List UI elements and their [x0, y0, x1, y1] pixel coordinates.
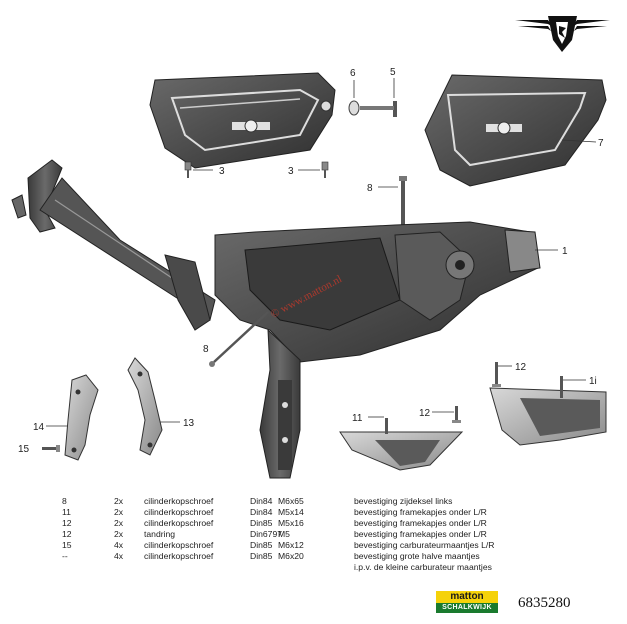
- catalog-number: 6835280: [518, 595, 571, 611]
- part-qty: 2x: [114, 507, 124, 517]
- part-ref: 12: [62, 529, 72, 539]
- part-desc: i.p.v. de kleine carburateur maantjes: [354, 562, 492, 572]
- part-name: cilinderkopschroef: [144, 518, 214, 528]
- part-size: M6x65: [278, 496, 304, 506]
- callout-5: 5: [390, 67, 396, 78]
- side-cover-left: [149, 72, 336, 169]
- part-qty: [114, 562, 144, 573]
- part-ref: --: [62, 551, 68, 561]
- parts-row: 12 2x tandring Din6797 M5 bevestiging fr…: [62, 529, 582, 540]
- callout-8-upper: 8: [367, 183, 373, 194]
- parts-row: 12 2x cilinderkopschroef Din85 M5x16 bev…: [62, 518, 582, 529]
- screw-part-11-lower: [385, 418, 388, 434]
- part-desc: bevestiging framekapjes onder L/R: [354, 518, 487, 528]
- part-size: [278, 562, 354, 573]
- part-norm: Din85: [250, 518, 273, 528]
- screw-part-5: [360, 101, 397, 117]
- part-norm: Din6797: [250, 529, 283, 539]
- part-qty: 4x: [114, 551, 124, 561]
- callout-1: 1: [562, 246, 568, 257]
- part-norm: Din84: [250, 507, 273, 517]
- washer-part-6: [348, 100, 360, 116]
- logo-brand-text: matton: [436, 591, 498, 603]
- part-norm: Din85: [250, 540, 273, 550]
- carburettor-crescent-part-13: [127, 357, 163, 456]
- parts-row: -- 4x cilinderkopschroef Din85 M6x20 bev…: [62, 551, 582, 562]
- part-size: M5: [278, 529, 290, 539]
- screw-part-12-lower: [452, 406, 461, 423]
- part-size: M5x16: [278, 518, 304, 528]
- callout-3-right: 3: [288, 166, 294, 177]
- matton-logo: matton SCHALKWIJK: [436, 591, 498, 615]
- part-ref: 12: [62, 518, 72, 528]
- part-norm: Din84: [250, 496, 273, 506]
- part-desc: bevestiging framekapjes onder L/R: [354, 529, 487, 539]
- part-name: cilinderkopschroef: [144, 551, 214, 561]
- bolt-part-8-upper: [399, 176, 407, 231]
- part-size: M6x20: [278, 551, 304, 561]
- part-name: cilinderkopschroef: [144, 496, 214, 506]
- frame-cover-lower-left: [339, 431, 464, 471]
- part-qty: 4x: [114, 540, 124, 550]
- screw-part-3-right: [321, 161, 329, 178]
- screw-part-11-upper: [560, 376, 563, 398]
- parts-row: 15 4x cilinderkopschroef Din85 M6x12 bev…: [62, 540, 582, 551]
- part-size: M6x12: [278, 540, 304, 550]
- main-frame-part-1: [11, 159, 541, 479]
- callout-6: 6: [350, 68, 356, 79]
- part-name: [144, 562, 250, 573]
- part-ref: 8: [62, 496, 67, 506]
- part-size: M5x14: [278, 507, 304, 517]
- callout-13: 13: [183, 418, 195, 429]
- side-cover-left-emblem-icon: [232, 119, 270, 133]
- screw-part-15: [42, 445, 60, 452]
- bolt-part-8-lower: [209, 311, 269, 367]
- carburettor-crescent-part-14: [64, 374, 99, 461]
- callout-11-upper: 1i: [589, 376, 597, 387]
- screw-part-3-left: [184, 161, 192, 178]
- part-norm: Din85: [250, 551, 273, 561]
- part-name: tandring: [144, 529, 176, 539]
- callout-15: 15: [18, 444, 30, 455]
- part-qty: 2x: [114, 496, 124, 506]
- brand-emblem-icon: [515, 16, 610, 52]
- logo-location-text: SCHALKWIJK: [436, 603, 498, 613]
- part-ref: [62, 562, 114, 573]
- part-name: cilinderkopschroef: [144, 507, 214, 517]
- parts-row: 11 2x cilinderkopschroef Din84 M5x14 bev…: [62, 507, 582, 518]
- callout-3-left: 3: [219, 166, 225, 177]
- callout-14: 14: [33, 422, 45, 433]
- part-ref: 15: [62, 540, 72, 550]
- frame-cover-lower-right: [489, 387, 607, 446]
- part-desc: bevestiging framekapjes onder L/R: [354, 507, 487, 517]
- callout-11-lower: 11: [352, 413, 363, 424]
- parts-row: 8 2x cilinderkopschroef Din84 M6x65 beve…: [62, 496, 582, 507]
- parts-list: 8 2x cilinderkopschroef Din84 M6x65 beve…: [62, 496, 582, 573]
- part-ref: 11: [62, 507, 71, 517]
- part-name: cilinderkopschroef: [144, 540, 214, 550]
- callout-7: 7: [598, 138, 604, 149]
- part-qty: 2x: [114, 518, 124, 528]
- callout-12-upper: 12: [515, 362, 527, 373]
- callout-12-lower: 12: [419, 408, 431, 419]
- part-desc: bevestiging carburateurmaantjes L/R: [354, 540, 495, 550]
- part-desc: bevestiging zijdeksel links: [354, 496, 453, 506]
- part-desc: bevestiging grote halve maantjes: [354, 551, 480, 561]
- screw-part-12-upper: [492, 362, 501, 387]
- side-cover-right-emblem-icon: [486, 121, 522, 135]
- part-norm: [250, 562, 278, 573]
- callout-8-lower: 8: [203, 344, 209, 355]
- parts-row: i.p.v. de kleine carburateur maantjes: [62, 562, 582, 573]
- part-qty: 2x: [114, 529, 124, 539]
